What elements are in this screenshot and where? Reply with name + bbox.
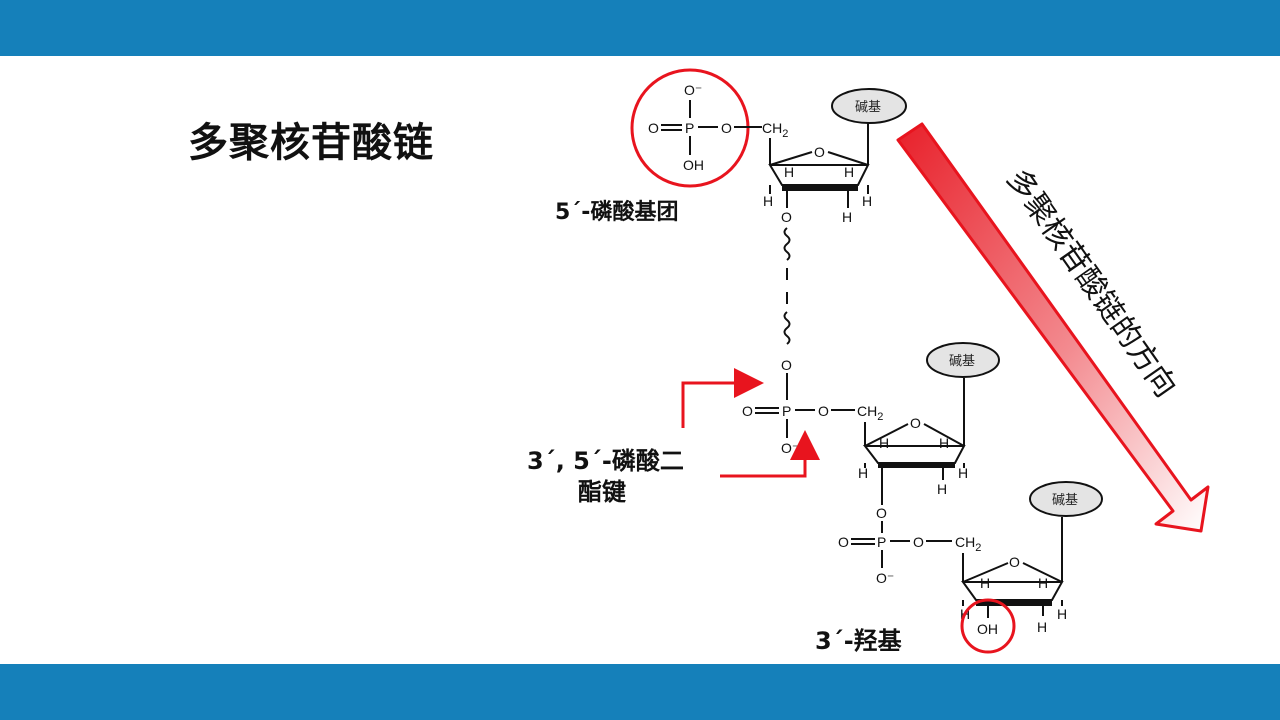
slide-title: 多聚核苷酸链 <box>188 120 434 166</box>
bond-pointer-arrows <box>681 368 820 478</box>
svg-text:H: H <box>763 193 773 209</box>
label-phosphodiester-2: 酯键 <box>578 478 626 506</box>
svg-text:H: H <box>1057 606 1067 622</box>
atom-p: P <box>685 120 694 136</box>
svg-text:H: H <box>980 575 990 591</box>
svg-text:H: H <box>784 164 794 180</box>
svg-text:O: O <box>876 505 887 521</box>
atom-o: O <box>721 120 732 136</box>
svg-text:O: O <box>838 534 849 550</box>
label-5prime-phosphate: 5´-磷酸基团 <box>555 200 678 225</box>
svg-text:O⁻: O⁻ <box>876 570 894 586</box>
atom-ch2: CH2 <box>762 120 788 140</box>
label-3prime-hydroxyl: 3´-羟基 <box>815 627 903 655</box>
chain-break <box>783 227 791 345</box>
svg-text:O: O <box>1009 554 1020 570</box>
svg-text:碱基: 碱基 <box>949 354 975 369</box>
svg-text:CH2: CH2 <box>857 403 883 423</box>
atom-ring-o: O <box>814 144 825 160</box>
atom-o-minus: O⁻ <box>684 82 702 98</box>
atom-3prime-oh: OH <box>977 621 998 637</box>
svg-text:O: O <box>818 403 829 419</box>
svg-text:H: H <box>842 209 852 225</box>
svg-text:H: H <box>937 481 947 497</box>
label-phosphodiester-1: 3´, 5´-磷酸二 <box>527 447 684 475</box>
svg-text:P: P <box>877 534 886 550</box>
base-label: 碱基 <box>855 100 881 115</box>
svg-text:H: H <box>879 435 889 451</box>
svg-text:O: O <box>742 403 753 419</box>
svg-text:H: H <box>1038 575 1048 591</box>
svg-text:H: H <box>939 435 949 451</box>
svg-text:O: O <box>781 209 792 225</box>
svg-text:O: O <box>913 534 924 550</box>
hydroxyl-highlight-circle <box>960 598 1016 654</box>
nucleotide-2: O O P O O⁻ CH2 O 碱基 H H H H O H <box>742 342 1000 521</box>
nucleotide-3: O P O O⁻ CH2 O 碱基 H H H H OH H <box>838 481 1103 654</box>
svg-text:H: H <box>858 465 868 481</box>
svg-text:H: H <box>1037 619 1047 635</box>
direction-arrow <box>896 122 1210 533</box>
svg-text:O⁻: O⁻ <box>781 440 799 456</box>
svg-text:O: O <box>910 415 921 431</box>
top-band <box>0 0 1280 56</box>
svg-text:CH2: CH2 <box>955 534 981 554</box>
svg-text:碱基: 碱基 <box>1052 493 1078 508</box>
atom-oh: OH <box>683 157 704 173</box>
bottom-band <box>0 664 1280 720</box>
nucleotide-1: O⁻ O P O OH CH2 O 碱基 H H H H O H <box>630 68 907 225</box>
svg-text:H: H <box>958 465 968 481</box>
svg-text:P: P <box>782 403 791 419</box>
svg-text:H: H <box>844 164 854 180</box>
atom-o: O <box>648 120 659 136</box>
svg-text:O: O <box>781 357 792 373</box>
svg-text:H: H <box>862 193 872 209</box>
